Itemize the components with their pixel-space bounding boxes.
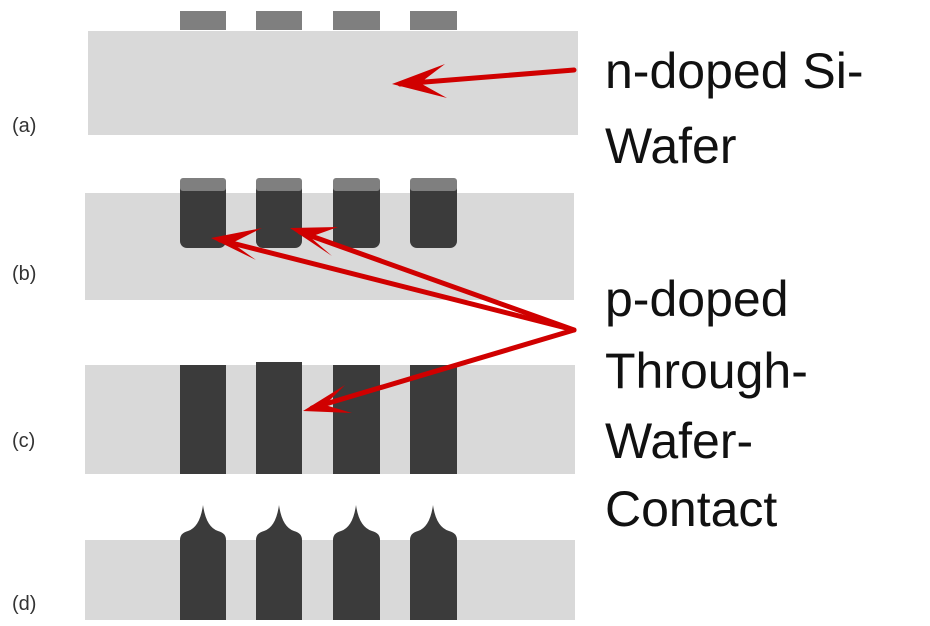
n-doped-label: n-doped Si- Wafer — [605, 43, 864, 174]
arrow-p-doped-2 — [297, 229, 577, 333]
wafer — [85, 193, 574, 300]
step-b: (b) — [12, 178, 574, 300]
label-line: Wafer — [605, 118, 737, 174]
mask-pad — [410, 178, 457, 191]
mask-pad — [333, 11, 380, 30]
step-label-a: (a) — [12, 115, 36, 137]
arrowhead-icon — [290, 227, 338, 256]
mask-pad — [180, 178, 226, 191]
arrow-p-doped-1 — [217, 237, 577, 333]
label-line: p-doped — [605, 271, 789, 327]
annotation-arrows — [211, 64, 577, 413]
through-wafer-contact — [333, 365, 380, 474]
arrowhead-icon — [211, 228, 262, 260]
contact-with-tip — [410, 505, 457, 620]
n-doped-wafer — [88, 31, 578, 135]
through-wafer-contact — [180, 365, 226, 474]
label-line: Wafer- — [605, 413, 753, 469]
mask-pad — [180, 11, 226, 30]
p-doped-region — [333, 178, 380, 248]
arrowhead-icon — [392, 64, 447, 98]
diffused-p-regions — [180, 178, 457, 248]
arrowhead-icon — [303, 385, 352, 413]
p-doped-region — [410, 178, 457, 248]
wafer — [85, 365, 575, 474]
step-label-d: (d) — [12, 593, 36, 615]
step-c: (c) — [12, 362, 575, 474]
contact-with-tip — [333, 505, 380, 620]
through-wafer-contact — [410, 365, 457, 474]
step-label-c: (c) — [12, 430, 35, 452]
label-line: Through- — [605, 343, 808, 399]
step-label-b: (b) — [12, 263, 36, 285]
label-line: n-doped Si- — [605, 43, 864, 99]
mask-pad — [256, 11, 302, 30]
mask-pad — [333, 178, 380, 191]
label-line: Contact — [605, 481, 777, 537]
mask-pad — [410, 11, 457, 30]
p-doped-label: p-doped Through- Wafer- Contact — [605, 271, 808, 537]
arrow-p-doped-3 — [309, 327, 577, 411]
p-doped-region — [256, 178, 302, 248]
wafer — [85, 540, 575, 620]
contact-with-tip — [180, 505, 226, 620]
step-d: (d) — [12, 505, 575, 620]
step-a: (a) — [12, 11, 578, 137]
contact-with-tip — [256, 505, 302, 620]
mask-pad — [256, 178, 302, 191]
arrow-n-doped — [397, 67, 577, 87]
p-doped-region — [180, 178, 226, 248]
through-wafer-contact — [256, 362, 302, 474]
